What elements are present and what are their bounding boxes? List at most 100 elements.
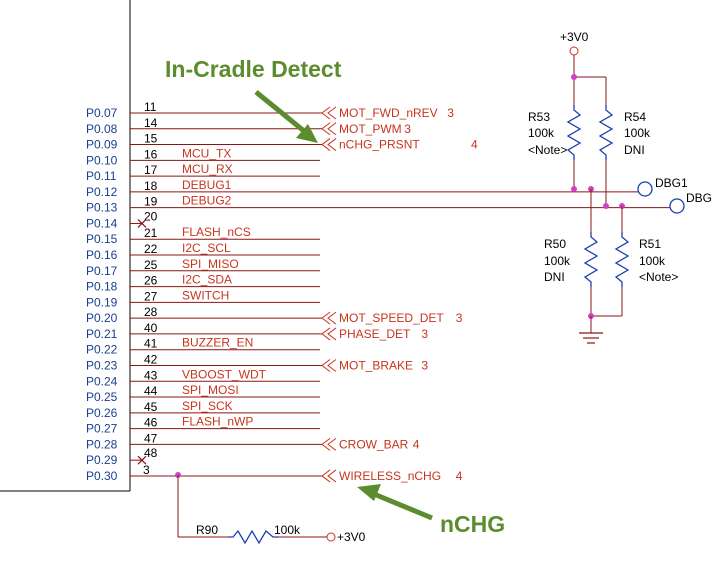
net-label: MOT_FWD_nREV <box>339 106 438 120</box>
net-label: SPI_MOSI <box>182 383 239 397</box>
junction-dot <box>571 186 577 192</box>
in-cradle-annotation: In-Cradle Detect <box>165 56 342 82</box>
pin-name: P0.12 <box>86 185 118 199</box>
pin-name: P0.25 <box>86 390 118 404</box>
power-label-top: +3V0 <box>560 30 589 44</box>
offpage-connector <box>321 106 337 120</box>
pin-name: P0.11 <box>86 169 117 183</box>
pin-name: P0.17 <box>86 264 118 278</box>
no-connect-mark <box>137 455 147 465</box>
sheet-number: 3 <box>404 122 411 136</box>
net-label: DEBUG2 <box>182 194 232 208</box>
r90-value: 100k <box>274 523 301 537</box>
sheet-number: 3 <box>421 327 428 341</box>
ground-icon <box>579 332 603 344</box>
pin-name: P0.30 <box>86 469 118 483</box>
resistor-r54 <box>598 105 614 160</box>
pin-name: P0.29 <box>86 453 118 467</box>
r90-ref: R90 <box>196 523 218 537</box>
dbg2-label: DBG <box>686 191 712 205</box>
pin-name: P0.28 <box>86 437 118 451</box>
r51-ref: R51 <box>639 237 661 251</box>
net-label: SPI_SCK <box>182 399 233 413</box>
net-label: MOT_PWM <box>339 122 402 136</box>
net-label: MCU_RX <box>182 162 233 176</box>
pin-number: 16 <box>144 147 158 161</box>
net-label: MOT_SPEED_DET <box>339 311 444 325</box>
pin-number: 22 <box>144 242 158 256</box>
offpage-connector <box>321 311 337 325</box>
pin-number: 27 <box>144 289 158 303</box>
r50-ref: R50 <box>544 237 566 251</box>
net-label: nCHG_PRSNT <box>339 138 420 152</box>
resistor-r90 <box>228 529 278 545</box>
power-symbol-pullup <box>326 532 336 542</box>
net-label: SWITCH <box>182 288 229 302</box>
net-label: SPI_MISO <box>182 257 239 271</box>
pin-number: 15 <box>144 132 158 146</box>
pin-name: P0.22 <box>86 343 118 357</box>
pin-number: 21 <box>144 226 158 240</box>
sheet-number: 4 <box>456 469 463 483</box>
pin-number: 3 <box>143 463 150 477</box>
pin-number: 20 <box>144 209 158 223</box>
in-cradle-arrow <box>254 90 318 143</box>
pin-number: 14 <box>144 116 158 130</box>
resistor-r51 <box>614 232 630 287</box>
offpage-connector <box>321 122 337 136</box>
pin-number: 46 <box>144 416 158 430</box>
r51-value: 100k <box>639 254 666 268</box>
dbg1-port <box>637 181 653 197</box>
net-label: MCU_TX <box>182 146 231 160</box>
r53-ref: R53 <box>528 110 550 124</box>
net-label: DEBUG1 <box>182 178 232 192</box>
pin-name: P0.13 <box>86 201 118 215</box>
pin-number: 45 <box>144 400 158 414</box>
pin-name: P0.27 <box>86 422 118 436</box>
pin-name: P0.18 <box>86 280 118 294</box>
r50-value: 100k <box>544 254 571 268</box>
r54-note: DNI <box>624 143 645 157</box>
pin-name: P0.23 <box>86 358 118 372</box>
r51-note: <Note> <box>639 270 678 284</box>
r53-value: 100k <box>528 126 555 140</box>
net-label: CROW_BAR <box>339 437 409 451</box>
pin-name: P0.09 <box>86 138 118 152</box>
pin-name: P0.10 <box>86 153 118 167</box>
power-symbol-top <box>569 46 579 56</box>
pin-number: 43 <box>144 368 158 382</box>
offpage-connector <box>321 138 337 151</box>
pin-number: 40 <box>144 321 158 335</box>
sheet-number: 3 <box>421 358 428 372</box>
dbg1-label: DBG1 <box>655 176 688 190</box>
net-label: MOT_BRAKE <box>339 358 413 372</box>
junction-dot <box>603 203 609 209</box>
net-label: VBOOST_WDT <box>182 367 267 381</box>
pin-number: 42 <box>144 352 158 366</box>
pin-name: P0.16 <box>86 248 118 262</box>
offpage-connector <box>321 327 337 341</box>
pin-number: 18 <box>144 179 158 193</box>
no-connect-mark <box>137 219 147 228</box>
net-label: I2C_SDA <box>182 273 232 287</box>
pin-name: P0.07 <box>86 106 118 120</box>
pin-number: 41 <box>144 337 158 351</box>
net-label: PHASE_DET <box>339 327 411 341</box>
pin-name: P0.08 <box>86 122 118 136</box>
net-label: I2C_SCL <box>182 241 231 255</box>
pin-name: P0.26 <box>86 406 118 420</box>
pin-number: 48 <box>144 446 158 460</box>
net-label: BUZZER_EN <box>182 336 253 350</box>
net-label: FLASH_nWP <box>182 415 253 429</box>
resistor-r53 <box>566 105 582 160</box>
net-label: FLASH_nCS <box>182 225 251 239</box>
pin-number: 17 <box>144 163 158 177</box>
sheet-number: 3 <box>456 311 463 325</box>
sheet-number: 4 <box>413 437 420 451</box>
pin-number: 25 <box>144 258 158 272</box>
pin-number: 47 <box>144 431 158 445</box>
pin-name: P0.15 <box>86 232 118 246</box>
pin-name: P0.21 <box>86 327 118 341</box>
